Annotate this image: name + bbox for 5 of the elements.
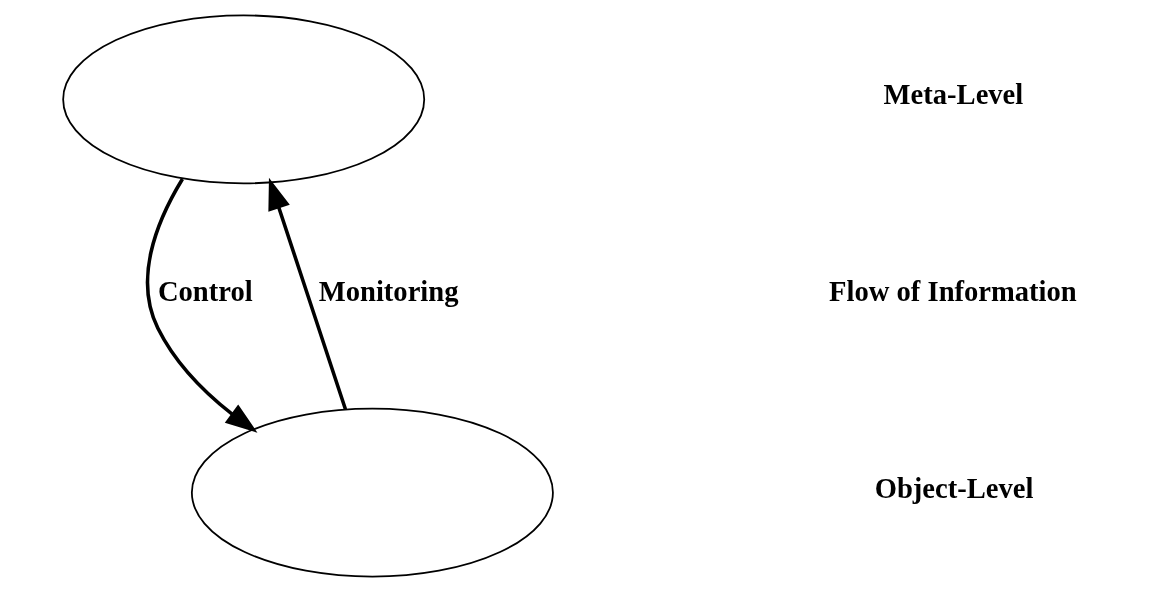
label: Object-Level <box>874 472 1034 504</box>
edge-label: Control <box>157 276 253 308</box>
label: Flow of Information <box>829 276 1077 308</box>
edge-label: Monitoring <box>318 276 459 308</box>
label: Meta-Level <box>883 79 1024 111</box>
